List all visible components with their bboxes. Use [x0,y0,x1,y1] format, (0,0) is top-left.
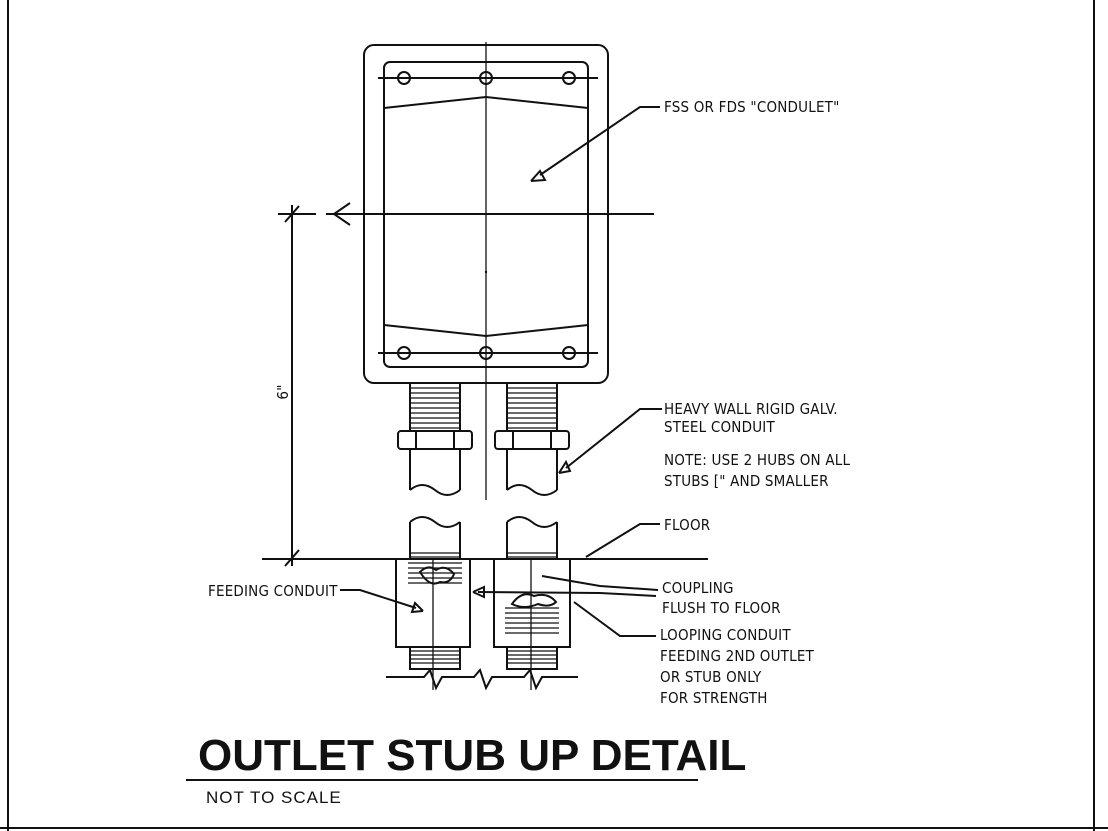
looping-label-line1: LOOPING CONDUIT [660,626,791,644]
coupling-label-line1: COUPLING [662,579,734,597]
detail-title: OUTLET STUB UP DETAIL [198,731,746,780]
feeding-conduit-label: FEEDING CONDUIT [208,582,338,600]
leaders [340,106,662,637]
looping-label-line4: FOR STRENGTH [660,689,768,707]
right-conduit [494,382,570,558]
left-coupling [395,558,471,690]
note-line1: NOTE: USE 2 HUBS ON ALL [664,451,850,469]
dimension-label: 6" [274,384,292,399]
looping-label-line3: OR STUB ONLY [660,668,762,686]
section-marker [326,202,654,226]
left-conduit [397,382,473,558]
condulet-label: FSS OR FDS "CONDULET" [664,98,840,116]
scale-note: NOT TO SCALE [206,788,342,807]
conduit-label-line1: HEAVY WALL RIGID GALV. [664,400,838,418]
break-line [386,668,578,691]
coupling-label-line2: FLUSH TO FLOOR [662,599,781,617]
looping-label-line2: FEEDING 2ND OUTLET [660,647,815,665]
right-coupling [493,558,571,690]
floor-label: FLOOR [664,516,710,534]
conduit-label-line2: STEEL CONDUIT [664,418,775,436]
note-line2: STUBS [" AND SMALLER [664,472,829,490]
